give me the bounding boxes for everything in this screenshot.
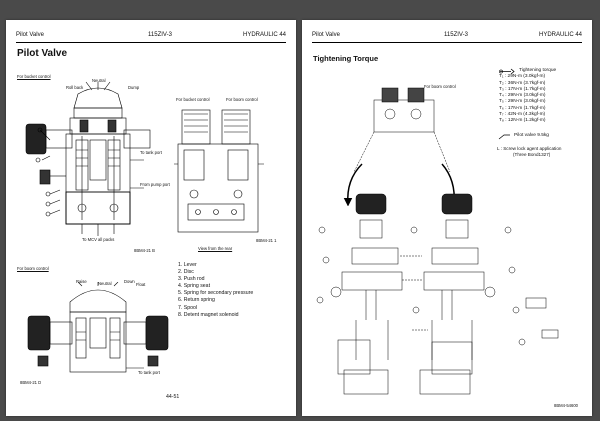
weight-text: Pilot valve 9.5kg <box>514 133 549 138</box>
wrench-icon <box>499 68 515 75</box>
page-title: Pilot Valve <box>17 48 68 59</box>
list-item: T₁ : 29N-m (3.0kgf-m) <box>499 74 546 80</box>
neutral-label: Neutral <box>92 78 106 83</box>
header-right: HYDRAULIC 44 <box>538 32 582 38</box>
weight-icon <box>498 134 510 140</box>
fig-id-1: 8BM4-21 B <box>134 248 155 253</box>
dump-label: Dump <box>128 85 140 90</box>
page-header: Pilot Valve 115ZIV-3 HYDRAULIC 44 <box>16 30 286 43</box>
left-page: Pilot Valve 115ZIV-3 HYDRAULIC 44 Pilot … <box>6 20 296 416</box>
roll-back-label: Roll back <box>66 85 84 90</box>
page-header: Pilot Valve 115ZIV-3 HYDRAULIC 44 <box>312 30 582 43</box>
right-page: Pilot Valve 115ZIV-3 HYDRAULIC 44 Tighte… <box>302 20 592 416</box>
list-item: 8. Detent magnet solenoid <box>178 311 239 318</box>
parts-list: 1. Lever 2. Disc 3. Push rod 4. Spring s… <box>178 262 253 319</box>
fig-id-2: 8BM4-21 1 <box>256 238 277 243</box>
fig-id-3: 8BM4-21 D <box>20 380 42 385</box>
boom-control-label: For boom control <box>17 266 49 271</box>
list-item: 4. Spring seat <box>178 283 211 290</box>
neutral2-label: Neutral <box>98 281 112 286</box>
list-item: 2. Disc <box>178 269 194 276</box>
torque-table: Tightening torque T₁ : 29N-m (3.0kgf-m) … <box>499 68 556 125</box>
list-item: T₆ : 17N-m (1.7kgf-m) <box>499 105 546 111</box>
list-item: T₃ : 17N-m (1.7kgf-m) <box>499 86 546 92</box>
view-from-rear-label: View from the rear <box>198 246 233 251</box>
from-pump-port-label: From pump port <box>140 182 170 187</box>
down-label: Down <box>124 279 135 284</box>
header-left: Pilot Valve <box>312 32 340 38</box>
exploded-view-diagram <box>316 87 559 395</box>
rear-bucket-label: For bucket control <box>176 97 210 102</box>
boom-label: For boom control <box>424 84 456 89</box>
to-mcv-label: To MCV all packs <box>82 237 115 242</box>
page-number: 44-51 <box>166 394 180 400</box>
header-center: 115ZIV-3 <box>148 32 172 38</box>
list-item: T₇ : 42N-m (4.3kgf-m) <box>499 112 546 118</box>
rear-boom-label: For boom control <box>226 97 258 102</box>
list-item: T₂ : 36N-m (3.7kgf-m) <box>499 80 546 86</box>
list-item: T₈ : 12N-m (1.2kgf-m) <box>499 118 546 124</box>
list-item: 7. Spool <box>178 304 198 311</box>
header-center: 115ZIV-3 <box>444 32 468 38</box>
fig-id: 8BM4-54600 <box>554 403 578 408</box>
list-item: 3. Push rod <box>178 276 205 283</box>
bucket-control-label: For bucket control <box>17 74 51 79</box>
to-tank-port-label: To tank port <box>140 150 162 155</box>
to-tank-port2-label: To tank port <box>138 370 160 375</box>
list-item: 1. Lever <box>178 262 197 268</box>
header-left: Pilot Valve <box>16 32 44 38</box>
rear-view-diagram <box>174 109 264 233</box>
list-item: T₅ : 29N-m (3.0kgf-m) <box>499 99 546 105</box>
lock-note-line1: L : Screw lock agent application <box>497 146 562 151</box>
raise-label: Raise <box>76 279 87 284</box>
float-label: Float <box>136 282 146 287</box>
bucket-control-diagram <box>25 81 151 236</box>
list-item: T₄ : 29N-m (3.0kgf-m) <box>499 93 546 99</box>
lock-note-line2: (Three Bond1327) <box>513 152 551 158</box>
header-right: HYDRAULIC 44 <box>242 32 286 38</box>
page-title: Tightening Torque <box>313 54 379 63</box>
lock-agent-note: L : Screw lock agent application (Three … <box>497 146 561 158</box>
boom-control-diagram <box>27 282 169 373</box>
list-item: 5. Spring for secondary pressure <box>178 290 254 297</box>
list-item: 6. Return spring <box>178 297 215 304</box>
torque-heading: Tightening torque <box>519 68 557 73</box>
